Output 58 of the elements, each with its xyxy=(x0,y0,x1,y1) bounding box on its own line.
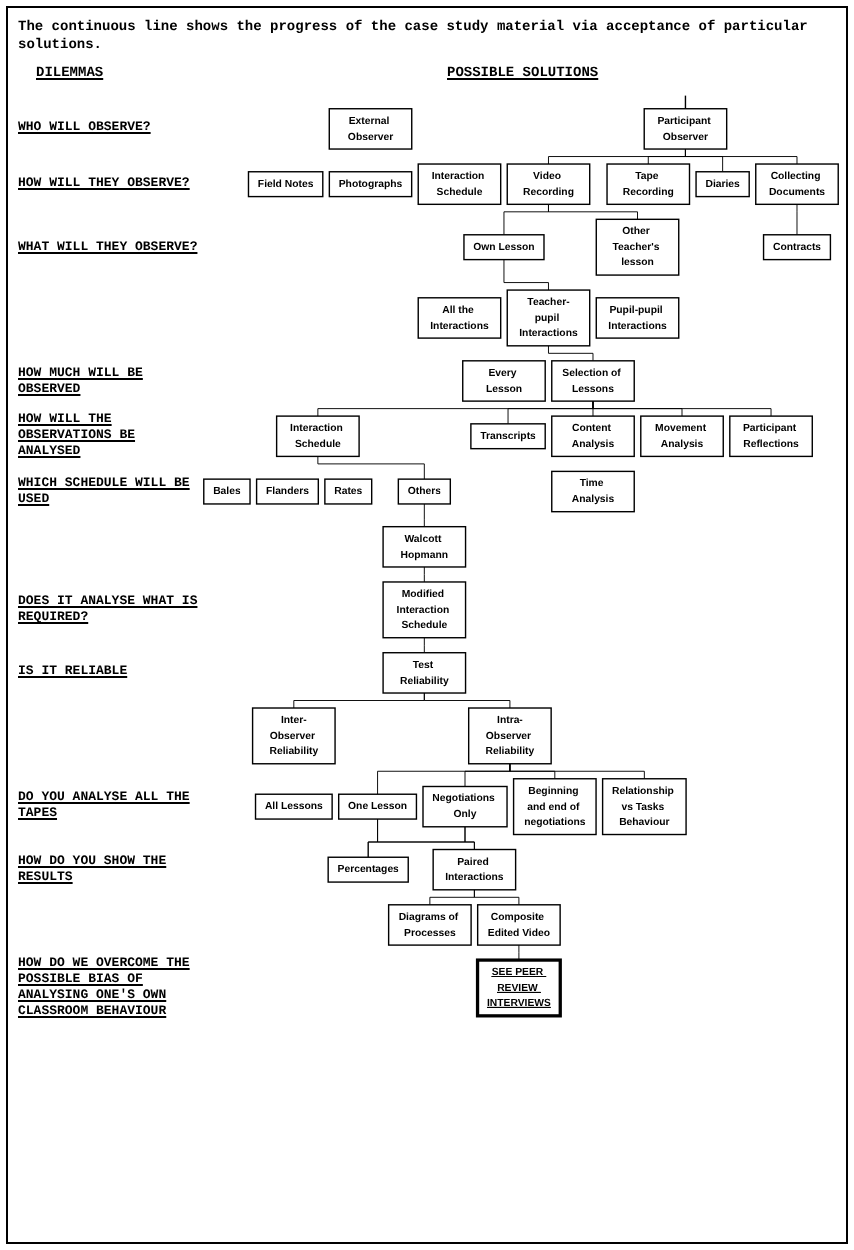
node-box xyxy=(551,360,635,402)
node-box xyxy=(275,415,360,458)
node-box xyxy=(601,778,687,836)
node-box xyxy=(762,234,832,261)
node-box xyxy=(397,478,452,505)
node-box xyxy=(387,904,472,946)
connector xyxy=(464,826,475,850)
node-box xyxy=(463,234,545,261)
node-box xyxy=(551,415,635,458)
connector xyxy=(503,259,549,291)
node-box xyxy=(595,218,680,276)
node-box xyxy=(551,470,635,513)
node-box xyxy=(595,297,680,339)
node-box xyxy=(695,171,750,198)
node-box xyxy=(729,415,813,458)
node-box xyxy=(432,848,517,891)
connector xyxy=(423,637,425,654)
connector xyxy=(509,763,645,780)
node-box xyxy=(476,904,561,946)
connector xyxy=(473,889,520,906)
node-box xyxy=(254,793,333,820)
connector xyxy=(548,345,594,362)
node-box xyxy=(468,707,552,765)
node-box xyxy=(512,778,597,836)
node-box xyxy=(470,423,546,450)
node-box xyxy=(327,856,409,883)
node-box xyxy=(422,785,508,828)
connector xyxy=(423,503,425,528)
node-box xyxy=(328,108,413,150)
node-box xyxy=(475,958,562,1018)
connector xyxy=(317,455,425,480)
connector xyxy=(796,203,798,236)
connector xyxy=(548,203,638,220)
node-box xyxy=(606,163,691,206)
node-box xyxy=(324,478,373,505)
node-box xyxy=(338,793,418,820)
node-box xyxy=(255,478,319,505)
node-box xyxy=(506,289,591,347)
node-box xyxy=(251,707,336,765)
connector xyxy=(684,148,798,165)
node-box xyxy=(382,581,467,639)
node-box xyxy=(417,163,502,206)
node-box xyxy=(462,360,546,402)
node-box xyxy=(328,171,413,198)
connector xyxy=(423,692,511,709)
node-box xyxy=(382,525,467,568)
node-box xyxy=(382,652,467,694)
connector xyxy=(377,818,475,850)
node-box xyxy=(506,163,591,206)
connector xyxy=(518,944,520,961)
node-box xyxy=(755,163,839,206)
node-box xyxy=(417,297,502,339)
node-box xyxy=(247,171,324,198)
node-box xyxy=(643,108,728,150)
node-box xyxy=(203,478,251,505)
node-box xyxy=(640,415,724,458)
connector-line xyxy=(684,94,687,110)
connector xyxy=(423,566,425,583)
